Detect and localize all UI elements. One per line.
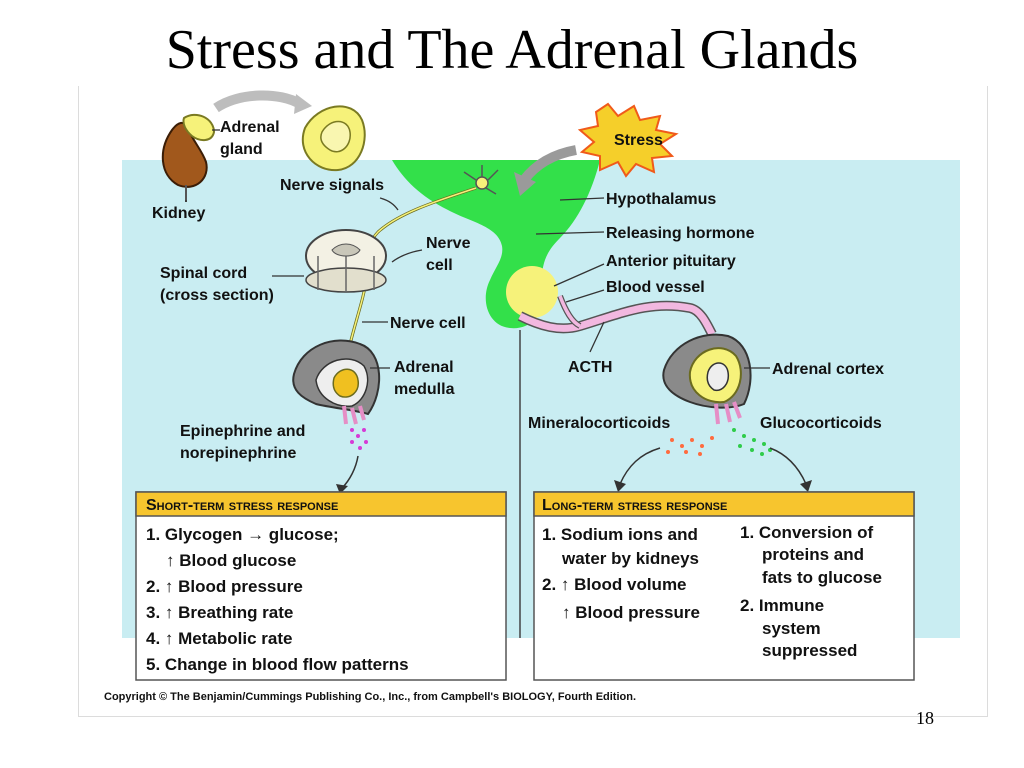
copyright-text: Copyright © The Benjamin/Cummings Publis… <box>104 691 636 703</box>
acth-label: ACTH <box>568 359 612 376</box>
long-term-right-item-2: proteins and <box>762 545 864 564</box>
stress-arrow <box>520 145 578 184</box>
long-term-right-item-1: 1. Conversion of <box>740 523 874 542</box>
glucocorticoid-arrow <box>769 447 807 485</box>
short-term-item-5: 4. ↑ Metabolic rate <box>146 629 292 648</box>
mineralocorticoid-dots <box>666 436 714 456</box>
spinal-cord-label-2: (cross section) <box>160 287 274 304</box>
blood-vessel-label: Blood vessel <box>606 279 705 296</box>
short-term-item-3: 2. ↑ Blood pressure <box>146 577 303 596</box>
adrenal-medulla-icon <box>292 339 381 425</box>
short-term-item-6: 5. Change in blood flow patterns <box>146 655 409 674</box>
short-term-title: Short-term stress response <box>146 497 338 514</box>
adrenal-gland-label-2: gland <box>220 141 263 158</box>
epinephrine-label-1: Epinephrine and <box>180 423 305 440</box>
mineralocorticoid-arrow-head <box>614 480 626 492</box>
adrenal-gland-label-1: Adrenal <box>220 119 280 136</box>
long-term-left-item-4: ↑ Blood pressure <box>562 603 700 622</box>
short-term-item-1: 1. Glycogen → glucose; <box>146 525 339 544</box>
leader-lines <box>185 129 770 369</box>
long-term-left-item-2: water by kidneys <box>561 549 699 568</box>
epinephrine-dots <box>350 428 368 450</box>
blood-vessel-branch <box>558 295 581 328</box>
epinephrine-label-2: norepinephrine <box>180 445 297 462</box>
short-term-response-box: Short-term stress response 1. Glycogen →… <box>135 491 507 681</box>
short-term-item-2: ↑ Blood glucose <box>166 551 296 570</box>
hypothalamus-label: Hypothalamus <box>606 191 716 208</box>
kidney-icon <box>161 113 216 202</box>
hypothalamus-region <box>392 160 600 329</box>
stress-burst-icon <box>577 102 679 178</box>
slide-title: Stress and The Adrenal Glands <box>165 19 859 81</box>
releasing-hormone-label: Releasing hormone <box>606 225 755 242</box>
adrenal-medulla-label-2: medulla <box>394 381 455 398</box>
blood-vessel <box>518 302 716 336</box>
mineralocorticoid-arrow <box>619 447 661 485</box>
adrenal-cortex-icon <box>662 333 752 425</box>
glucocorticoids-label: Glucocorticoids <box>760 415 882 432</box>
anterior-pituitary-label: Anterior pituitary <box>606 253 736 270</box>
long-term-left-item-1: 1. Sodium ions and <box>542 525 698 544</box>
long-term-response-box: Long-term stress response 1. Sodium ions… <box>533 491 915 681</box>
adrenal-cortex-label: Adrenal cortex <box>772 361 884 378</box>
mineralocorticoids-label: Mineralocorticoids <box>528 415 670 432</box>
nerve-cell-top-label-2: cell <box>426 257 453 274</box>
figure-frame <box>78 86 988 717</box>
long-term-left-item-3: 2. ↑ Blood volume <box>542 575 687 594</box>
long-term-right-item-5: system <box>762 619 821 638</box>
long-term-title: Long-term stress response <box>542 497 727 514</box>
stress-arrow-head <box>514 172 536 196</box>
spinal-cord-icon <box>305 229 387 293</box>
nerve-cell-label: Nerve cell <box>390 315 466 332</box>
stress-label: Stress <box>614 132 663 149</box>
anterior-pituitary-icon <box>506 266 558 318</box>
adrenal-gland-enlarged-icon <box>302 105 366 172</box>
kidney-label: Kidney <box>152 205 205 222</box>
adrenal-medulla-label-1: Adrenal <box>394 359 454 376</box>
long-term-right-item-6: suppressed <box>762 641 857 660</box>
long-term-right-item-4: 2. Immune <box>740 596 824 615</box>
nerve-cell-top-label-1: Nerve <box>426 235 471 252</box>
enlarge-arrow-head <box>294 94 312 114</box>
glucocorticoid-arrow-head <box>800 480 812 492</box>
enlarge-arrow <box>213 90 303 113</box>
spinal-cord-label-1: Spinal cord <box>160 265 247 282</box>
nerve-signals-label: Nerve signals <box>280 177 384 194</box>
page-number: 18 <box>916 708 934 728</box>
nerve-cell-icon <box>463 165 499 195</box>
long-term-right-item-3: fats to glucose <box>762 568 882 587</box>
short-term-item-4: 3. ↑ Breathing rate <box>146 603 293 622</box>
